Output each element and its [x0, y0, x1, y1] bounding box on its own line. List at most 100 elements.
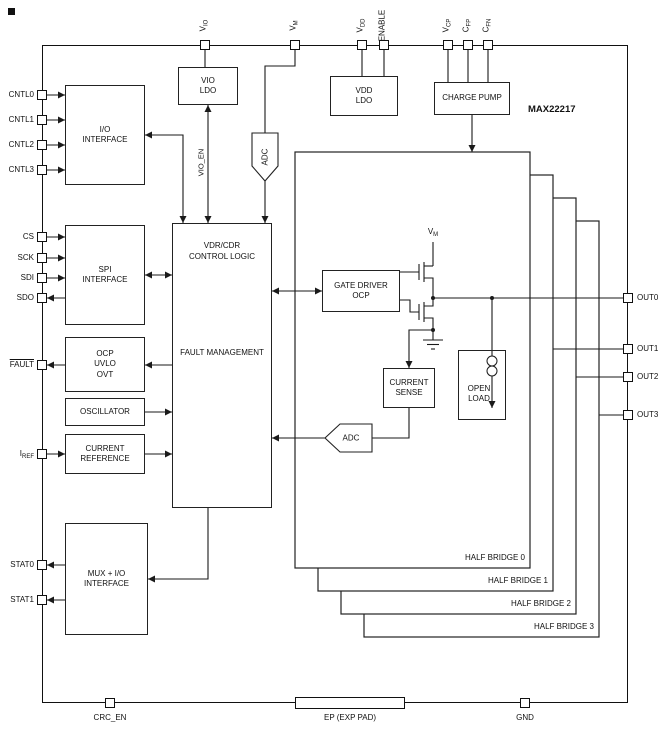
- pin-label-stat1: STAT1: [10, 595, 34, 604]
- pin-gnd: [520, 698, 530, 708]
- pin-label-sdo: SDO: [16, 293, 34, 302]
- pin-enable: [379, 40, 389, 50]
- open-load-current-sources: [486, 355, 498, 377]
- vm-net-main: V: [427, 227, 434, 236]
- adc-top-shape: [251, 132, 279, 182]
- corner-mark: [8, 8, 15, 15]
- gate-driver-line2: OCP: [352, 291, 370, 300]
- pin-label-crc-en: CRC_EN: [93, 713, 127, 722]
- pin-label-cntl1: CNTL1: [8, 115, 34, 124]
- open-load-line2: LOAD: [468, 394, 490, 404]
- pin-sdo: [37, 293, 47, 303]
- pin-out3: [623, 410, 633, 420]
- block-mux-io-interface: MUX + I/O INTERFACE: [65, 523, 148, 635]
- block-vio-ldo: VIO LDO: [178, 67, 238, 105]
- pin-vcp: [443, 40, 453, 50]
- control-logic-line1: VDR/CDR: [203, 241, 241, 250]
- spi-interface-line2: INTERFACE: [82, 275, 128, 284]
- block-spi-interface: SPI INTERFACE: [65, 225, 145, 325]
- vio-en-signal-label: VIO_EN: [196, 148, 206, 177]
- half-bridge-stack: [294, 151, 600, 638]
- adc-bottom-shape: [324, 423, 373, 453]
- pin-sdi: [37, 273, 47, 283]
- pin-cntl0: [37, 90, 47, 100]
- pin-label-cs: CS: [22, 232, 34, 241]
- vio-ldo-line1: VIO: [201, 75, 215, 85]
- pin-label-out0: OUT0: [637, 293, 659, 302]
- gate-driver-line1: GATE DRIVER: [334, 280, 388, 290]
- pin-label-gnd: GND: [516, 713, 534, 722]
- part-number: MAX22217: [528, 104, 576, 115]
- pin-sck: [37, 253, 47, 263]
- block-ocp-uvlo-ovt: OCP UVLO OVT: [65, 337, 145, 392]
- pin-out1: [623, 344, 633, 354]
- vm-net-label: VM: [419, 227, 447, 240]
- control-logic-line3: FAULT MANAGEMENT: [180, 348, 264, 357]
- wires: [47, 50, 623, 604]
- control-logic-line2: CONTROL LOGIC: [189, 252, 255, 261]
- half-bridge-0-label: HALF BRIDGE 0: [464, 553, 525, 562]
- pin-iref: [37, 449, 47, 459]
- pin-cntl1: [37, 115, 47, 125]
- pin-label-sdi: SDI: [20, 273, 34, 282]
- pin-label-iref: IREF: [19, 449, 34, 460]
- pin-label-sck: SCK: [17, 253, 34, 262]
- block-gate-driver: GATE DRIVER OCP: [322, 270, 400, 312]
- pin-vm: [290, 40, 300, 50]
- ocp-line1: OCP: [96, 348, 114, 358]
- mosfet-low-side: [418, 298, 434, 340]
- pin-cntl3: [37, 165, 47, 175]
- mux-io-line2: INTERFACE: [84, 579, 129, 588]
- pin-ep-exposed-pad: [295, 697, 405, 709]
- io-interface-line2: INTERFACE: [82, 135, 128, 144]
- oscillator-line1: OSCILLATOR: [80, 406, 130, 416]
- spi-interface-line1: SPI: [98, 264, 112, 274]
- half-bridge-1-label: HALF BRIDGE 1: [487, 576, 548, 585]
- block-current-sense: CURRENT SENSE: [383, 368, 435, 408]
- block-vdd-ldo: VDD LDO: [330, 76, 398, 116]
- block-control-logic: VDR/CDR CONTROL LOGIC FAULT MANAGEMENT: [172, 223, 272, 508]
- pin-fault: [37, 360, 47, 370]
- ocp-line2: UVLO: [94, 359, 116, 369]
- pin-label-cntl2: CNTL2: [8, 140, 34, 149]
- pin-cntl2: [37, 140, 47, 150]
- pin-label-cntl0: CNTL0: [8, 90, 34, 99]
- pin-label-cntl3: CNTL3: [8, 165, 34, 174]
- vm-net-sub: M: [433, 232, 439, 238]
- charge-pump-line1: CHARGE PUMP: [442, 93, 502, 103]
- current-reference-line1: CURRENT: [85, 443, 125, 453]
- ground-symbol: [423, 339, 443, 350]
- pin-cfp: [463, 40, 473, 50]
- pin-cs: [37, 232, 47, 242]
- vio-ldo-line2: LDO: [199, 86, 217, 95]
- pin-vdd: [357, 40, 367, 50]
- half-bridge-3-label: HALF BRIDGE 3: [533, 622, 594, 631]
- mux-io-line1: MUX + I/O: [87, 568, 126, 578]
- junction-dots: [431, 296, 494, 332]
- open-load-line1: OPEN: [467, 384, 491, 393]
- vdd-ldo-line2: LDO: [355, 96, 373, 105]
- vdd-ldo-line1: VDD: [355, 85, 373, 95]
- mosfet-high-side: [418, 242, 434, 298]
- current-sense-line2: SENSE: [395, 388, 423, 397]
- current-sense-line1: CURRENT: [389, 377, 429, 387]
- block-open-load: OPEN LOAD: [458, 350, 506, 420]
- pin-label-out1: OUT1: [637, 344, 659, 353]
- pin-crc-en: [105, 698, 115, 708]
- pin-out2: [623, 372, 633, 382]
- adc-bottom-label: ADC: [343, 434, 360, 443]
- block-oscillator: OSCILLATOR: [65, 398, 145, 426]
- pin-label-fault: FAULT: [9, 360, 34, 369]
- block-charge-pump: CHARGE PUMP: [434, 82, 510, 115]
- pin-vio: [200, 40, 210, 50]
- half-bridge-2-label: HALF BRIDGE 2: [510, 599, 571, 608]
- pin-out0: [623, 293, 633, 303]
- pin-stat1: [37, 595, 47, 605]
- adc-top-label: ADC: [261, 148, 270, 165]
- pin-label-out3: OUT3: [637, 410, 659, 419]
- pin-label-stat0: STAT0: [10, 560, 34, 569]
- block-io-interface: I/O INTERFACE: [65, 85, 145, 185]
- pin-label-out2: OUT2: [637, 372, 659, 381]
